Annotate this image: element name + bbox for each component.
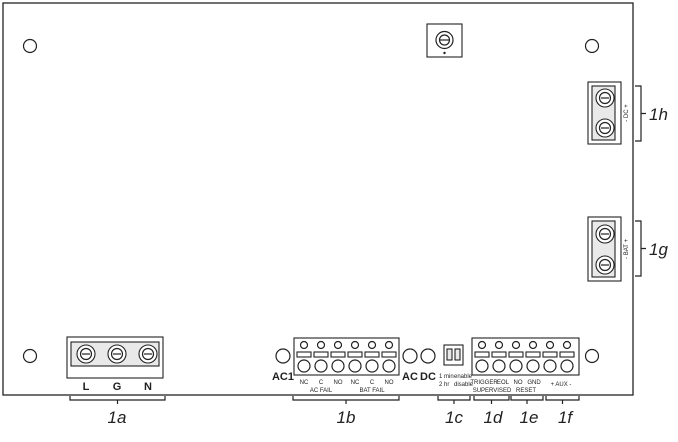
ac1-led	[275, 348, 291, 364]
bracket-1h	[635, 85, 646, 142]
trigger-reset-aux-terminal-block	[471, 337, 580, 376]
mounting-hole-top-left	[22, 38, 38, 54]
ac-fail-group-label: AC FAIL	[310, 388, 333, 394]
bat-fail-nc-label: NC	[351, 380, 360, 386]
bracket-1e	[510, 396, 544, 404]
dc-output-label: - DC +	[624, 104, 630, 122]
bracket-1a	[69, 396, 166, 404]
aux-label: + AUX -	[551, 382, 572, 388]
battery-terminal-block	[587, 216, 622, 282]
bracket-1c	[437, 396, 471, 404]
callout-1h: 1h	[649, 105, 668, 124]
ac-led-label: AC	[402, 371, 418, 383]
bracket-1f	[545, 396, 580, 404]
timer-option-2hr: 2 hr	[439, 382, 449, 388]
ac-fail-nc-label: NC	[300, 380, 309, 386]
bat-fail-c-label: C	[370, 380, 375, 386]
callout-1f: 1f	[558, 408, 574, 427]
bracket-1g	[635, 220, 646, 277]
timer-option-1min: 1 min	[439, 374, 454, 380]
trigger-label: TRIGGER	[470, 380, 498, 386]
dc-led	[420, 348, 436, 364]
ac-fail-no-label: NO	[334, 380, 343, 386]
callout-1b: 1b	[337, 408, 356, 427]
supervised-label: SUPERVISED	[473, 388, 512, 394]
callout-1a: 1a	[108, 408, 127, 427]
timer-mode-enable: enable	[454, 374, 473, 380]
mounting-hole-top-right	[584, 38, 600, 54]
ac-input-label-l: L	[83, 381, 90, 393]
relay-terminal-block	[293, 337, 400, 376]
bat-fail-group-label: BAT FAIL	[359, 388, 385, 394]
pcb-outline	[2, 2, 634, 396]
reset-gnd-label: GND	[527, 380, 541, 386]
eol-label: EOL	[497, 380, 510, 386]
bracket-1d	[473, 396, 510, 404]
voltage-adjust-potentiometer	[426, 23, 463, 58]
reset-no-label: NO	[514, 380, 523, 386]
bat-fail-no-label: NO	[385, 380, 394, 386]
callout-1c: 1c	[445, 408, 463, 427]
ac-input-terminal-block	[66, 336, 164, 379]
mounting-hole-bottom-left	[22, 348, 38, 364]
ac-input-label-g: G	[113, 381, 122, 393]
timer-mode-disable: disable	[454, 382, 474, 388]
bracket-1b	[292, 396, 400, 404]
ac-led	[402, 348, 418, 364]
callout-1d: 1d	[484, 408, 503, 427]
callout-1g: 1g	[649, 240, 668, 259]
callout-1e: 1e	[520, 408, 539, 427]
ac-input-label-n: N	[144, 381, 152, 393]
battery-label: - BAT +	[624, 239, 630, 259]
reset-label: RESET	[516, 388, 536, 394]
ac-fail-c-label: C	[319, 380, 324, 386]
ac1-label: AC1	[272, 371, 294, 383]
mounting-hole-bottom-right	[584, 348, 600, 364]
dc-output-terminal-block	[587, 81, 622, 145]
timer-dip-switch	[443, 344, 464, 366]
dc-led-label: DC	[420, 371, 436, 383]
